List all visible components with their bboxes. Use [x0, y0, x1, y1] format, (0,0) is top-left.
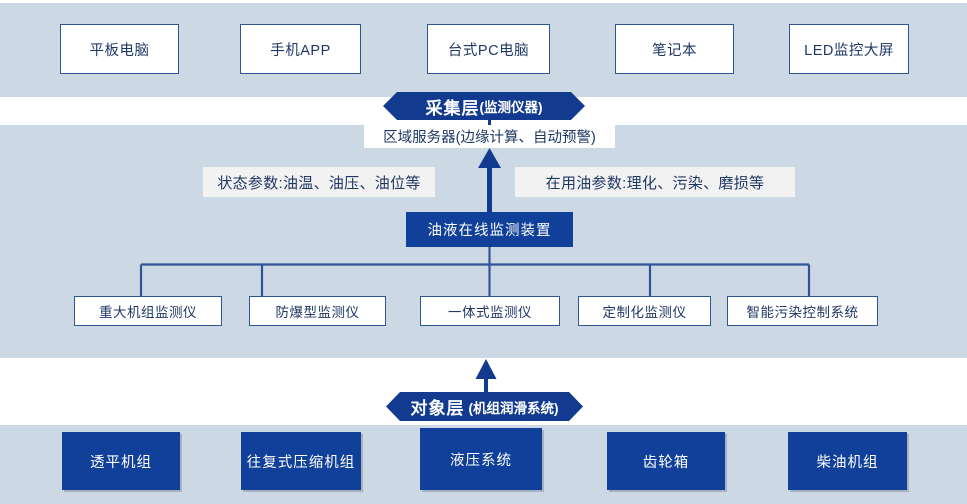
- banner-collect-layer[interactable]: 采集层(监测仪器): [383, 92, 585, 120]
- terminal-box-led-screen[interactable]: LED监控大屏: [789, 24, 909, 74]
- instrument-label: 一体式监测仪: [448, 305, 532, 320]
- equipment-box-diesel-unit[interactable]: 柴油机组: [788, 432, 907, 490]
- banner-object-sub: (机组润滑系统): [468, 400, 559, 416]
- banner-object-main: 对象层: [410, 399, 465, 418]
- banner-collect-main: 采集层: [425, 98, 480, 118]
- equipment-label: 齿轮箱: [642, 454, 690, 471]
- chip-status-parameters: 状态参数:油温、油压、油位等: [203, 167, 435, 197]
- equipment-box-gearbox[interactable]: 齿轮箱: [607, 432, 725, 490]
- instrument-box-major-unit-monitor[interactable]: 重大机组监测仪: [74, 296, 222, 326]
- equipment-label: 透平机组: [90, 454, 152, 471]
- equipment-label: 液压系统: [450, 452, 512, 469]
- terminal-label: LED监控大屏: [804, 42, 894, 59]
- chip-status-parameters-text: 状态参数:油温、油压、油位等: [217, 174, 421, 192]
- terminal-label: 台式PC电脑: [447, 42, 530, 59]
- equipment-label: 柴油机组: [816, 454, 879, 471]
- equipment-box-turbine-unit[interactable]: 透平机组: [62, 432, 180, 490]
- equipment-box-reciprocating-compressor[interactable]: 往复式压缩机组: [241, 432, 361, 490]
- terminal-label: 笔记本: [652, 42, 697, 59]
- regional-server-text: 区域服务器(边缘计算、自动预警): [383, 130, 596, 146]
- terminal-label: 平板电脑: [89, 42, 150, 59]
- device-label: 油液在线监测装置: [427, 223, 552, 239]
- equipment-label: 往复式压缩机组: [246, 454, 356, 471]
- regional-server-label: 区域服务器(边缘计算、自动预警): [364, 125, 615, 148]
- instrument-box-integrated-monitor[interactable]: 一体式监测仪: [420, 296, 560, 326]
- banner-collect-sub: (监测仪器): [479, 100, 543, 115]
- chip-inuse-oil-parameters: 在用油参数:理化、污染、磨损等: [515, 167, 795, 197]
- terminal-box-mobile-app[interactable]: 手机APP: [240, 24, 361, 74]
- terminal-box-laptop[interactable]: 笔记本: [615, 24, 734, 74]
- instrument-box-customized-monitor[interactable]: 定制化监测仪: [578, 296, 711, 326]
- online-oil-monitoring-device-box[interactable]: 油液在线监测装置: [406, 212, 573, 247]
- equipment-box-hydraulic-system[interactable]: 液压系统: [420, 428, 542, 490]
- instrument-label: 智能污染控制系统: [746, 305, 859, 320]
- terminal-box-tablet[interactable]: 平板电脑: [60, 24, 179, 74]
- terminal-label: 手机APP: [270, 42, 331, 59]
- instrument-box-explosion-proof-monitor[interactable]: 防爆型监测仪: [249, 296, 386, 326]
- instrument-box-smart-contamination-control[interactable]: 智能污染控制系统: [727, 296, 878, 326]
- instrument-label: 定制化监测仪: [602, 305, 687, 320]
- banner-object-layer[interactable]: 对象层(机组润滑系统): [386, 392, 583, 421]
- instrument-label: 重大机组监测仪: [99, 305, 197, 320]
- chip-inuse-oil-parameters-text: 在用油参数:理化、污染、磨损等: [545, 174, 765, 192]
- instrument-label: 防爆型监测仪: [275, 305, 360, 320]
- terminal-box-desktop-pc[interactable]: 台式PC电脑: [427, 24, 550, 74]
